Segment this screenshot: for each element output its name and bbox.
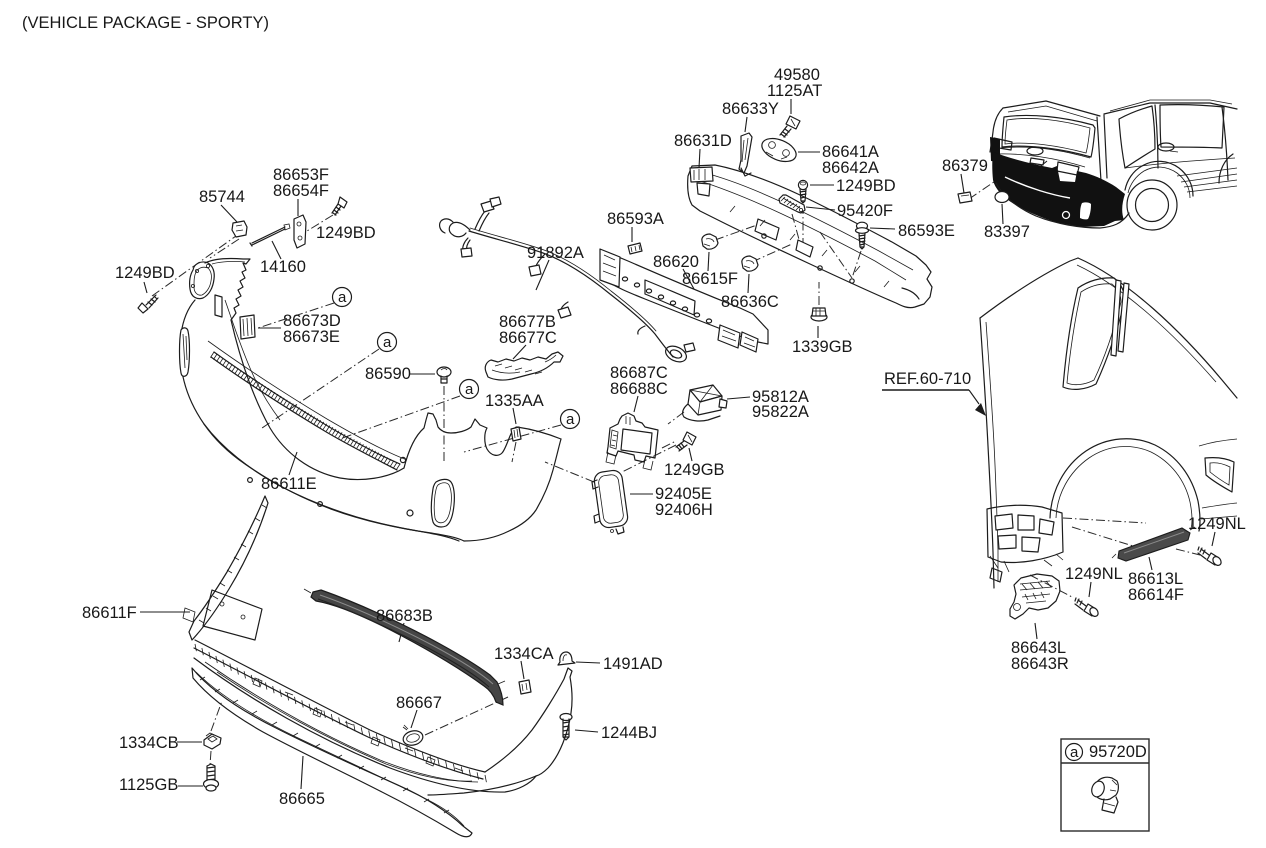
- svg-text:86688C: 86688C: [610, 380, 668, 398]
- svg-text:1334CA: 1334CA: [494, 645, 554, 663]
- svg-text:86673E: 86673E: [283, 328, 340, 346]
- svg-text:85744: 85744: [199, 188, 245, 206]
- svg-text:86611E: 86611E: [261, 475, 317, 493]
- svg-text:(VEHICLE PACKAGE - SPORTY): (VEHICLE PACKAGE - SPORTY): [22, 14, 269, 32]
- svg-text:86677C: 86677C: [499, 329, 557, 347]
- svg-text:49580: 49580: [774, 66, 820, 84]
- svg-text:86636C: 86636C: [721, 293, 779, 311]
- svg-text:86615F: 86615F: [682, 270, 738, 288]
- svg-text:92405E: 92405E: [655, 485, 712, 503]
- svg-text:a: a: [465, 381, 474, 398]
- svg-text:1249BD: 1249BD: [836, 177, 896, 195]
- svg-text:86611F: 86611F: [82, 604, 137, 622]
- svg-text:95420F: 95420F: [837, 202, 893, 220]
- svg-text:86379: 86379: [942, 157, 988, 175]
- svg-text:a: a: [383, 334, 392, 351]
- svg-text:14160: 14160: [260, 258, 306, 276]
- svg-text:1125AT: 1125AT: [767, 82, 822, 100]
- svg-text:86665: 86665: [279, 790, 325, 808]
- svg-text:86614F: 86614F: [1128, 586, 1184, 604]
- svg-text:1249GB: 1249GB: [664, 461, 725, 479]
- svg-text:a: a: [338, 289, 347, 306]
- svg-text:91892A: 91892A: [527, 244, 584, 262]
- svg-text:REF.60-710: REF.60-710: [884, 370, 971, 388]
- svg-text:1244BJ: 1244BJ: [601, 724, 657, 742]
- svg-text:86667: 86667: [396, 694, 442, 712]
- svg-text:86590: 86590: [365, 365, 411, 383]
- svg-text:86613L: 86613L: [1128, 570, 1183, 588]
- svg-text:1491AD: 1491AD: [603, 655, 663, 673]
- svg-text:86593A: 86593A: [607, 210, 664, 228]
- svg-text:86654F: 86654F: [273, 182, 329, 200]
- svg-text:86673D: 86673D: [283, 312, 341, 330]
- svg-text:86677B: 86677B: [499, 313, 556, 331]
- svg-text:1334CB: 1334CB: [119, 734, 179, 752]
- svg-text:86687C: 86687C: [610, 364, 668, 382]
- svg-text:92406H: 92406H: [655, 501, 713, 519]
- svg-text:86683B: 86683B: [376, 607, 433, 625]
- svg-text:95822A: 95822A: [752, 403, 809, 421]
- svg-text:86593E: 86593E: [898, 222, 955, 240]
- svg-text:1125GB: 1125GB: [119, 776, 178, 794]
- svg-text:1249BD: 1249BD: [115, 264, 175, 282]
- svg-text:86642A: 86642A: [822, 159, 879, 177]
- svg-text:1249NL: 1249NL: [1065, 565, 1123, 583]
- svg-text:1249BD: 1249BD: [316, 224, 376, 242]
- svg-text:1249NL: 1249NL: [1188, 515, 1246, 533]
- svg-text:86620: 86620: [653, 253, 699, 271]
- svg-text:86643R: 86643R: [1011, 655, 1069, 673]
- svg-text:1339GB: 1339GB: [792, 338, 853, 356]
- svg-text:86643L: 86643L: [1011, 639, 1066, 657]
- svg-text:95812A: 95812A: [752, 388, 809, 406]
- svg-text:a: a: [1070, 744, 1079, 761]
- svg-text:95720D: 95720D: [1089, 743, 1147, 761]
- svg-text:86631D: 86631D: [674, 132, 732, 150]
- svg-text:86653F: 86653F: [273, 166, 329, 184]
- svg-text:a: a: [566, 411, 575, 428]
- svg-text:86633Y: 86633Y: [722, 100, 779, 118]
- svg-text:86641A: 86641A: [822, 143, 879, 161]
- svg-text:83397: 83397: [984, 223, 1030, 241]
- svg-text:1335AA: 1335AA: [485, 392, 544, 410]
